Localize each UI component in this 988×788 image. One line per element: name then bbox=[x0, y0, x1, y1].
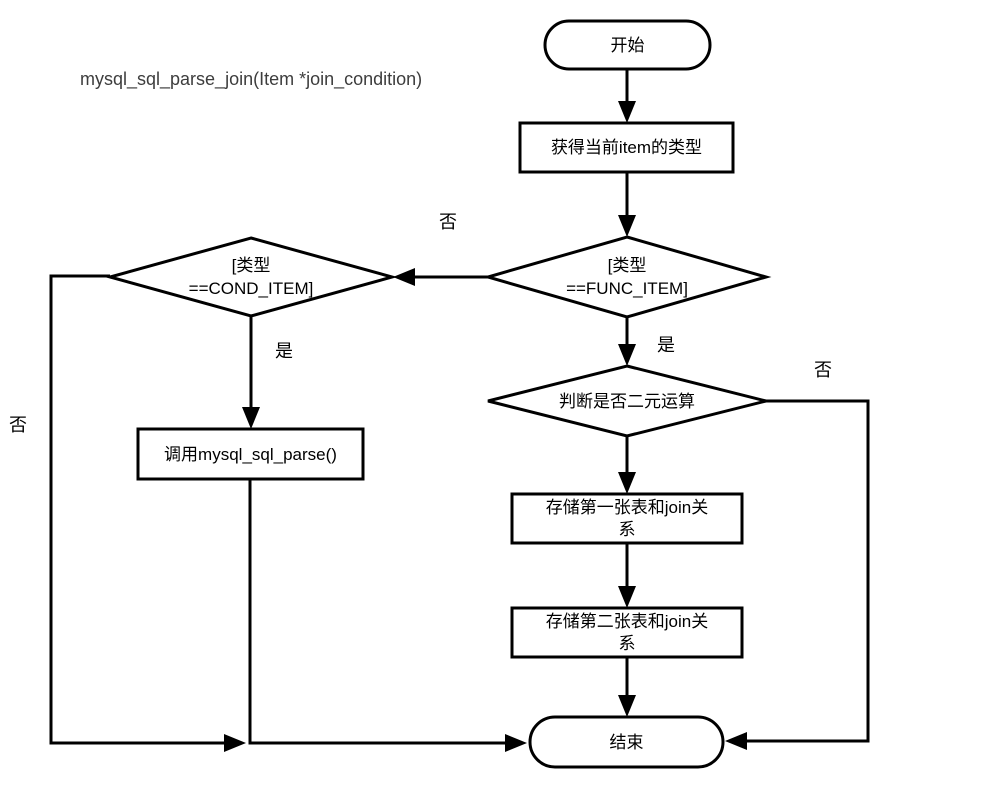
edges bbox=[49, 69, 870, 752]
arrowhead-storesecond-to-end bbox=[618, 695, 636, 717]
get-type-node-label: 获得当前item的类型 bbox=[550, 138, 703, 157]
arrowhead-conditem-to-callparse bbox=[242, 407, 260, 429]
store-second-node-label: 存储第二张表和join关 系 bbox=[545, 611, 709, 653]
start-node-label: 开始 bbox=[610, 35, 645, 55]
arrowhead-funcitem-to-binarycheck bbox=[618, 344, 636, 366]
edge-binarycheck-to-end bbox=[747, 399, 870, 743]
function-title: mysql_sql_parse_join(Item *join_conditio… bbox=[80, 69, 423, 89]
arrowhead-conditem-to-end bbox=[224, 734, 246, 752]
cond-item-decision-label: [类型 ==COND_ITEM] bbox=[188, 256, 314, 298]
func-item-decision-label: [类型 ==FUNC_ITEM] bbox=[566, 256, 688, 298]
edge-conditem-to-end bbox=[49, 274, 224, 745]
edge-label-funcitem-no: 否 bbox=[439, 212, 457, 232]
binary-check-decision-label: 判断是否二元运算 bbox=[559, 391, 695, 411]
cond-item-decision-shape bbox=[104, 236, 398, 318]
arrowhead-storefirst-to-storesecond bbox=[618, 586, 636, 608]
store-second-node-shape bbox=[510, 606, 744, 659]
edge-label-funcitem-yes: 是 bbox=[657, 335, 675, 355]
arrowhead-binarycheck-to-storefirst bbox=[618, 472, 636, 494]
func-item-decision-shape bbox=[482, 235, 772, 319]
end-node-label: 结束 bbox=[609, 732, 644, 752]
start-node-shape bbox=[543, 19, 712, 71]
call-parse-node-label: 调用mysql_sql_parse() bbox=[164, 444, 337, 464]
edge-callparse-to-end bbox=[248, 479, 506, 745]
node-shapes bbox=[104, 19, 772, 769]
arrowhead-funcitem-to-conditem bbox=[393, 268, 415, 286]
arrowhead-gettype-to-funcitem bbox=[618, 215, 636, 237]
store-first-node-shape bbox=[510, 492, 744, 545]
call-parse-node-shape bbox=[136, 427, 365, 481]
arrowhead-callparse-to-end bbox=[505, 734, 527, 752]
arrowhead-start-to-gettype bbox=[618, 101, 636, 123]
binary-check-decision-shape bbox=[487, 364, 767, 438]
get-type-node-shape bbox=[518, 121, 735, 174]
edge-label-conditem-no: 否 bbox=[9, 415, 27, 435]
end-node-shape bbox=[528, 715, 725, 769]
edge-label-conditem-yes: 是 bbox=[275, 341, 293, 361]
arrowhead-binarycheck-to-end bbox=[725, 732, 747, 750]
edge-label-binarycheck-no: 否 bbox=[814, 360, 832, 380]
store-first-node-label: 存储第一张表和join关 系 bbox=[545, 497, 709, 539]
